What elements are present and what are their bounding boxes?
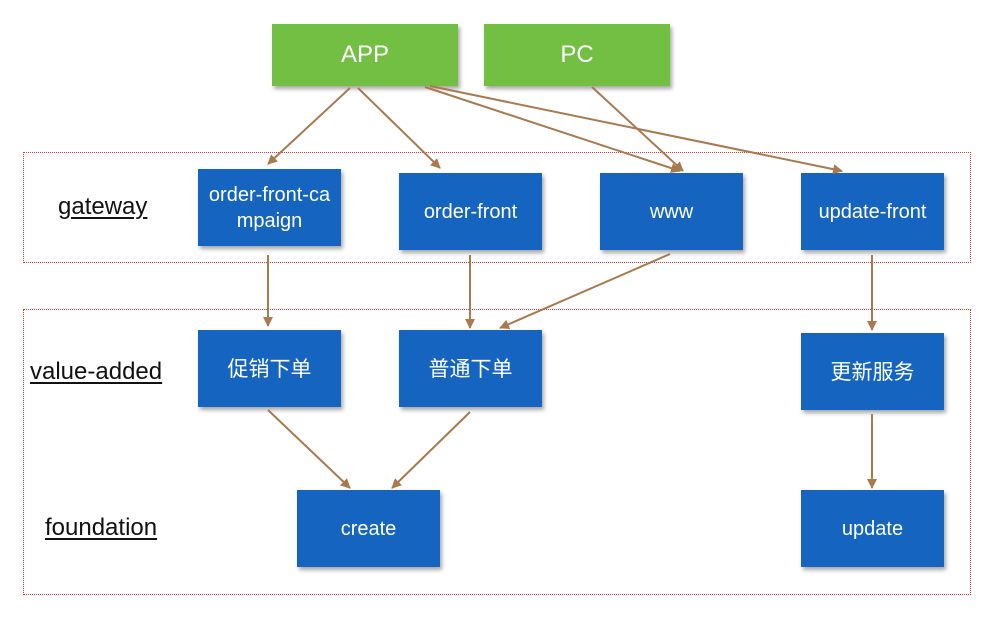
app-client-node: APP [272, 24, 458, 86]
foundation-layer-label: foundation [45, 514, 158, 541]
value-added-layer-label: value-added [30, 358, 163, 385]
www-node: www [600, 173, 743, 250]
value-added-foundation-layer [23, 309, 971, 595]
order-front-campaign-node: order-front-campaign [198, 169, 341, 246]
update-front-node: update-front [801, 173, 944, 250]
normal-order-node: 普通下单 [399, 330, 542, 407]
promo-order-node: 促销下单 [198, 330, 341, 407]
update-service-node: 更新服务 [801, 333, 944, 410]
update-node: update [801, 490, 944, 567]
pc-client-node: PC [484, 24, 670, 86]
create-node: create [297, 490, 440, 567]
order-front-node: order-front [399, 173, 542, 250]
gateway-layer-label: gateway [58, 193, 148, 220]
